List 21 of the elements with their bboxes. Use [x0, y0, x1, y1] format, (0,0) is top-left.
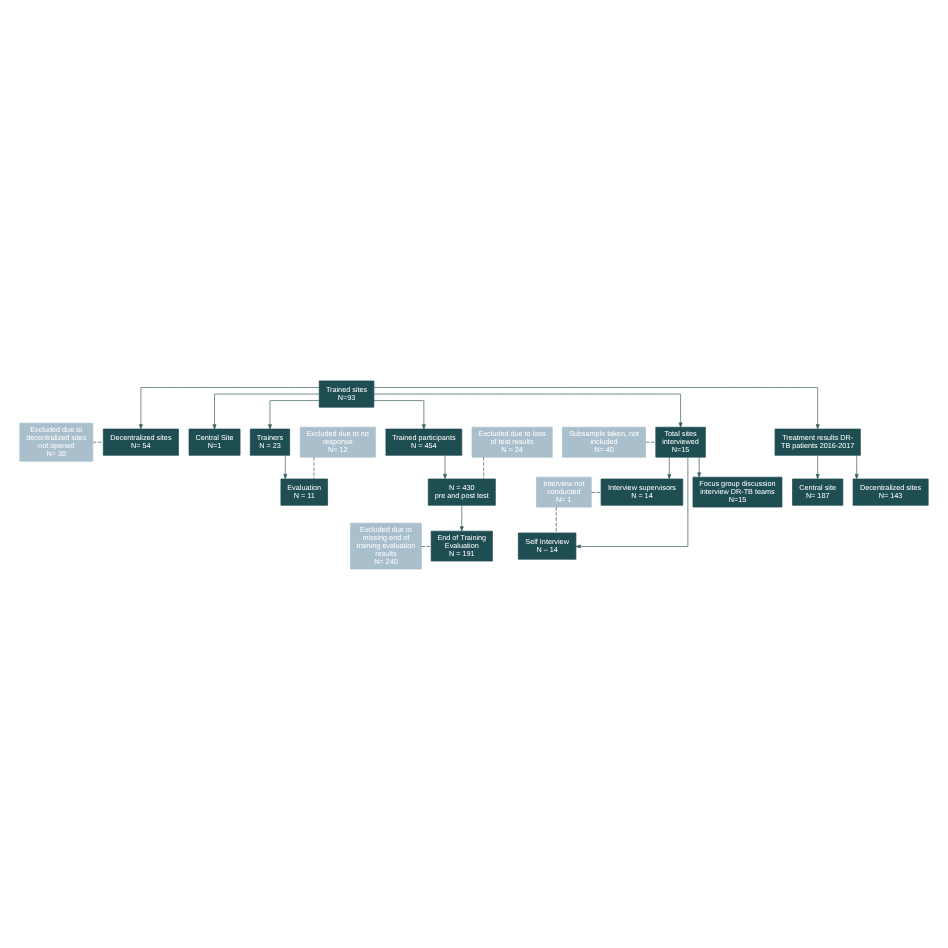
arrow — [459, 504, 464, 531]
arrow — [373, 392, 683, 427]
arrow — [854, 454, 859, 479]
arrow — [139, 386, 320, 429]
arrow — [268, 399, 320, 429]
arrow — [575, 455, 689, 548]
arrow — [815, 454, 820, 479]
arrow — [697, 455, 702, 477]
arrow — [212, 392, 320, 429]
connector — [645, 440, 657, 442]
arrow — [667, 455, 672, 479]
connector — [313, 455, 315, 479]
connector — [421, 545, 432, 546]
arrow — [373, 386, 820, 429]
arrow — [283, 454, 288, 479]
connector — [591, 491, 602, 492]
connector — [92, 440, 104, 442]
arrow — [373, 399, 426, 429]
connector — [555, 505, 557, 532]
connector — [483, 455, 485, 479]
arrow — [443, 454, 447, 479]
